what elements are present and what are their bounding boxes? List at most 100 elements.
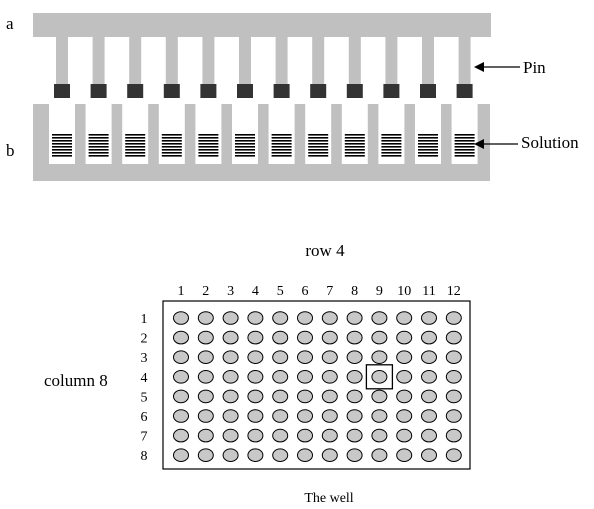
- row-number: 2: [141, 332, 148, 347]
- solution-lines: [198, 134, 219, 157]
- label-solution: Solution: [521, 133, 579, 152]
- well: [396, 370, 413, 384]
- pin-shaft: [275, 37, 288, 84]
- well: [346, 330, 363, 345]
- column-number: 1: [178, 284, 185, 299]
- column-number: 9: [376, 284, 383, 299]
- pin-shaft: [458, 37, 471, 84]
- well: [247, 370, 264, 384]
- row-number: 3: [141, 351, 148, 366]
- well: [396, 448, 413, 463]
- well: [197, 330, 214, 345]
- well: [247, 409, 264, 423]
- pin-tip: [200, 84, 217, 98]
- well: [445, 370, 462, 384]
- well: [197, 311, 214, 325]
- well: [346, 350, 363, 365]
- pin-shaft: [422, 37, 434, 84]
- well: [297, 409, 313, 423]
- well: [272, 428, 289, 443]
- well: [421, 409, 437, 423]
- well: [197, 448, 214, 463]
- pin-shaft: [348, 37, 361, 84]
- solution-lines: [235, 134, 255, 157]
- solution-lines: [344, 134, 365, 157]
- solution-lines: [88, 134, 109, 157]
- well: [346, 409, 363, 423]
- well: [297, 311, 313, 325]
- well: [445, 409, 462, 423]
- pin-tip: [273, 84, 290, 98]
- well: [173, 389, 189, 404]
- label-pin: Pin: [523, 58, 546, 77]
- label-b: b: [6, 141, 15, 160]
- column-number: 11: [422, 284, 435, 299]
- well: [173, 448, 189, 463]
- pin-tip: [237, 84, 253, 98]
- well: [173, 370, 189, 384]
- column-number: 3: [227, 284, 234, 299]
- well: [321, 350, 338, 365]
- well: [396, 409, 413, 423]
- well: [197, 389, 214, 404]
- well: [222, 389, 239, 404]
- well: [222, 428, 239, 443]
- column-number: 6: [302, 284, 309, 299]
- well: [321, 330, 338, 345]
- label-a: a: [6, 14, 14, 33]
- well: [222, 350, 239, 365]
- well: [371, 330, 388, 345]
- row-number: 5: [141, 390, 148, 405]
- well: [321, 370, 338, 384]
- column-number: 10: [397, 284, 411, 299]
- well: [197, 428, 214, 443]
- pin-shaft: [312, 37, 325, 84]
- row-number: 7: [141, 430, 148, 445]
- row-number: 6: [141, 410, 148, 425]
- well: [421, 350, 437, 365]
- pin-block-bar: [33, 13, 491, 37]
- well: [272, 370, 289, 384]
- well: [272, 350, 289, 365]
- pin-tip: [90, 84, 107, 98]
- well: [445, 311, 462, 325]
- well: [247, 448, 264, 463]
- row-number: 4: [141, 371, 148, 386]
- wells: [173, 311, 462, 463]
- well: [346, 389, 363, 404]
- solution-lines: [52, 134, 72, 157]
- well: [445, 428, 462, 443]
- well: [297, 370, 313, 384]
- pin-tip: [163, 84, 180, 98]
- solution-lines: [308, 134, 329, 157]
- well: [197, 350, 214, 365]
- well: [445, 389, 462, 404]
- well: [321, 428, 338, 443]
- row-number: 8: [141, 449, 148, 464]
- column-number: 5: [277, 284, 284, 299]
- pin-shaft: [385, 37, 398, 84]
- well: [247, 311, 264, 325]
- column-number: 2: [202, 284, 209, 299]
- pin-shaft: [129, 37, 142, 84]
- plate-caption: The well: [304, 491, 353, 506]
- column-number: 12: [447, 284, 461, 299]
- pin-arrow: [474, 62, 520, 72]
- well: [396, 330, 413, 345]
- pin-tip: [383, 84, 400, 98]
- well: [297, 330, 313, 345]
- well: [371, 448, 388, 463]
- well: [371, 428, 388, 443]
- solution-lines: [271, 134, 292, 157]
- well: [346, 428, 363, 443]
- highlighted-well-box: [365, 364, 394, 390]
- well: [396, 389, 413, 404]
- pin-tip: [310, 84, 327, 98]
- pin-shaft: [202, 37, 215, 84]
- solution-arrow: [474, 139, 518, 149]
- column-number: 4: [252, 284, 259, 299]
- well: [173, 330, 189, 345]
- pin-shaft: [56, 37, 68, 84]
